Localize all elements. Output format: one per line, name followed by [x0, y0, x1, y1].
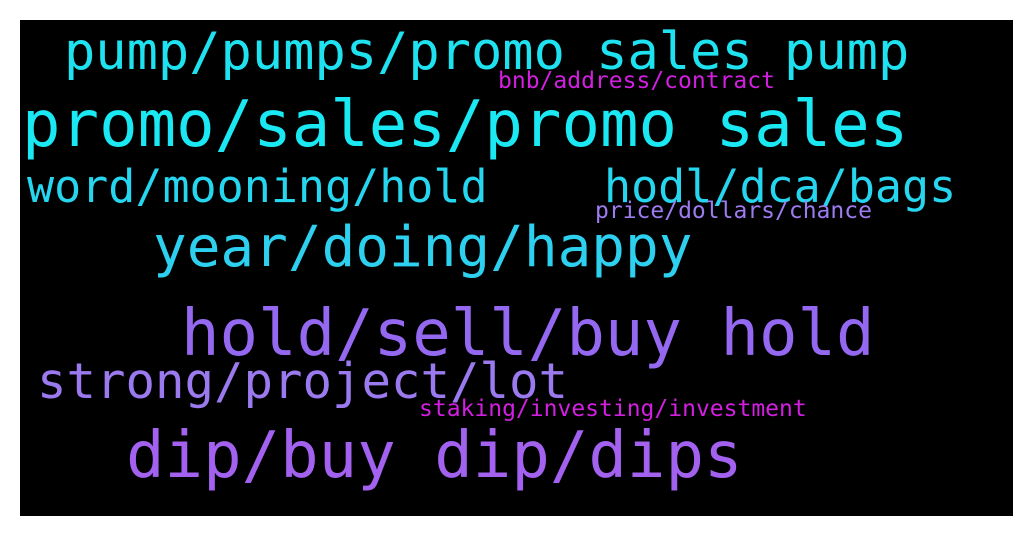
- word-1: pump/pumps/promo sales pump: [64, 22, 910, 82]
- word-cloud: pump/pumps/promo sales pump bnb/address/…: [20, 20, 1013, 516]
- word-9: strong/project/lot: [37, 353, 569, 410]
- word-3: promo/sales/promo sales: [22, 88, 909, 162]
- word-4: word/mooning/hold: [27, 160, 488, 213]
- word-7: year/doing/happy: [153, 215, 693, 280]
- word-10: staking/investing/investment: [419, 396, 807, 422]
- word-8: hold/sell/buy hold: [181, 297, 875, 371]
- word-6: price/dollars/chance: [595, 198, 872, 224]
- word-2: bnb/address/contract: [498, 68, 775, 94]
- word-5: hodl/dca/bags: [604, 160, 957, 213]
- word-11: dip/buy dip/dips: [126, 419, 743, 493]
